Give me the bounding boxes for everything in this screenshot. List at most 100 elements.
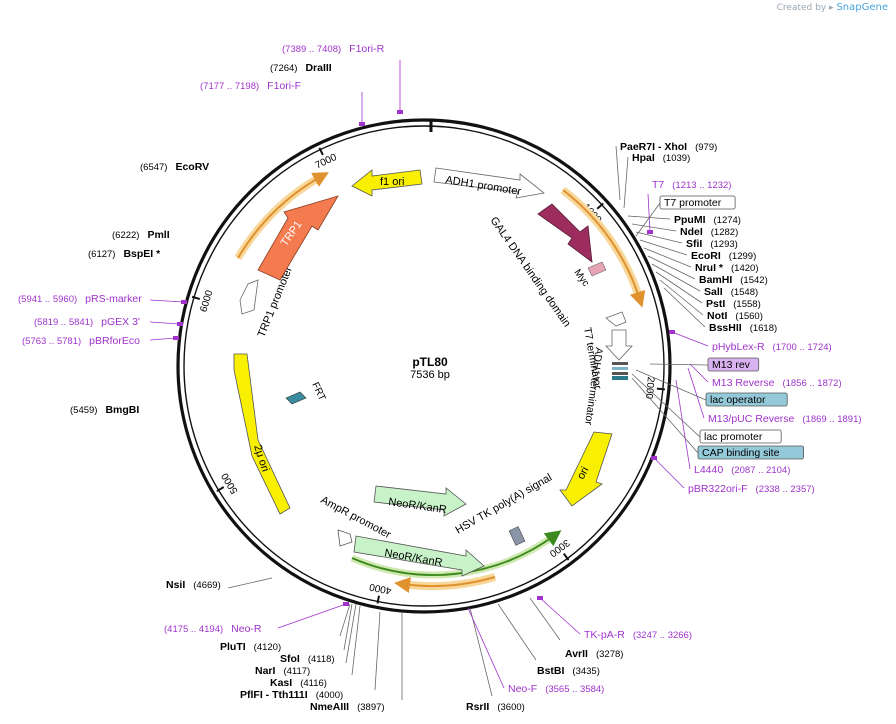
site-label: NsiI(4669) [166,579,221,591]
leader-line [374,611,381,691]
site-label-text: PluTI(4120) [220,641,281,653]
two-micron-arrow [233,353,291,515]
tick-mark [656,387,665,391]
leader-line [631,223,677,232]
site-label: (5941 .. 5960)pRS-marker [18,293,142,305]
site-label: NmeAIII(3897) [310,701,385,713]
site-label-text: AvrII(3278) [565,648,623,660]
site-label: HpaI(1039) [632,152,690,164]
ori-label: ori [575,465,591,481]
snapgene-credit: Created by ▸ SnapGene [777,2,888,13]
tick-mark [191,295,201,301]
leader-line [149,299,185,303]
leader-line [655,271,703,304]
site-label: (7177 .. 7198)F1ori-F [200,80,301,92]
leader-line [639,239,688,256]
lac-boxes-stack [612,362,628,365]
site-label-text: PaeR7I - XhoI(979) [620,141,717,153]
backbone-inner [183,125,665,607]
feature-arc-gal4-line [562,189,646,308]
site-label: M13 Reverse(1856 .. 1872) [712,377,842,389]
primer-mark [647,230,653,234]
site-label-text: (7389 .. 7408)F1ori-R [282,43,385,55]
leader-line [663,287,706,328]
backbone-outer [176,118,672,614]
leader-line [651,263,701,292]
site-label-text: (6222)PmlI [112,229,170,241]
site-label-text: NmeAIII(3897) [310,701,385,713]
site-label: pHybLex-R(1700 .. 1724) [712,341,832,353]
leader-line [149,337,177,341]
site-label-text: (6127)BspEI * [88,248,161,260]
site-label: Neo-F(3565 .. 3584) [508,683,604,695]
primer-mark [537,596,543,600]
feature-box-label: CAP binding site [702,447,780,459]
site-label: BstBI(3435) [537,665,600,677]
leader-line [649,363,709,366]
leader-line [671,331,709,347]
site-label-text: (4175 .. 4194)Neo-R [164,623,262,635]
frt-label: FRT [309,381,327,403]
site-label-text: HpaI(1039) [632,152,690,164]
primer-mark [669,330,675,334]
neo-outer-arrow [353,535,485,577]
leader-line [635,369,707,401]
tick-label: 2000 [643,376,656,400]
primer-mark [177,322,183,326]
feature-arc-neo-bottom-line [394,576,496,593]
leader-line [647,193,651,233]
leader-line [343,603,353,651]
leader-line [149,321,181,325]
site-label: BssHII(1618) [709,322,777,334]
frt-arrow [285,391,307,405]
tick-mark [376,595,381,604]
myc-arrow [587,261,607,277]
trp1-arrow [257,195,339,281]
snapgene-logo-icon: ▸ [829,3,834,13]
site-label-text: PflFI - Tth111I(4000) [240,689,343,701]
feature-box-label: M13 rev [712,359,751,371]
site-label: NdeI(1282) [680,226,738,238]
site-label: PaeR7I - XhoI(979) [620,141,717,153]
ampr-promoter-arrow [337,529,353,547]
site-label-text: BssHII(1618) [709,322,777,334]
feature-arc-neo-green-line [351,530,562,577]
tick-label: 7000 [314,152,339,172]
lac-box-2 [612,367,628,370]
leader-line [467,607,505,689]
primer-mark [651,456,657,460]
feature-arc-trp1-line [237,172,329,259]
site-label-text: NarI(4117) [255,665,310,677]
credit-prefix: Created by [776,3,827,13]
neo-inner-arrow [373,485,467,517]
leader-line [623,156,629,209]
site-label: NotI(1560) [707,310,763,322]
leader-line [277,603,347,629]
leader-line [659,279,704,316]
leader-line [529,597,561,641]
site-label: BamHI(1542) [699,274,768,286]
site-label-text: pBR322ori-F(2338 .. 2357) [688,483,815,495]
leader-line [351,605,361,676]
site-label: SfoI(4118) [280,653,335,665]
gal4-arrow [537,203,593,263]
site-label: M13/pUC Reverse(1869 .. 1891) [708,413,862,425]
annotation-labels: PaeR7I - XhoI(979)HpaI(1039)PpuMI(1274)N… [18,43,862,713]
site-label-text: (7264)DraIII [270,62,332,74]
site-label: PflFI - Tth111I(4000) [240,689,343,701]
site-label-text: L4440(2087 .. 2104) [694,464,790,476]
site-label: PpuMI(1274) [674,214,741,226]
site-label: (5763 .. 5781)pBRforEco [22,335,140,347]
site-label: AvrII(3278) [565,648,623,660]
leader-line [687,367,705,419]
adh1-terminator-arrow [605,329,633,361]
leader-line [631,373,701,438]
primer-mark [359,122,365,126]
site-label: pBR322ori-F(2338 .. 2357) [688,483,815,495]
site-label: (5819 .. 5841)pGEX 3' [34,316,140,328]
trp1-promoter-arrow [239,279,259,315]
tick-label: 5000 [219,470,240,495]
site-label: (6127)BspEI * [88,248,161,260]
site-label: SalI(1548) [704,286,758,298]
lac-box-3 [612,372,628,375]
